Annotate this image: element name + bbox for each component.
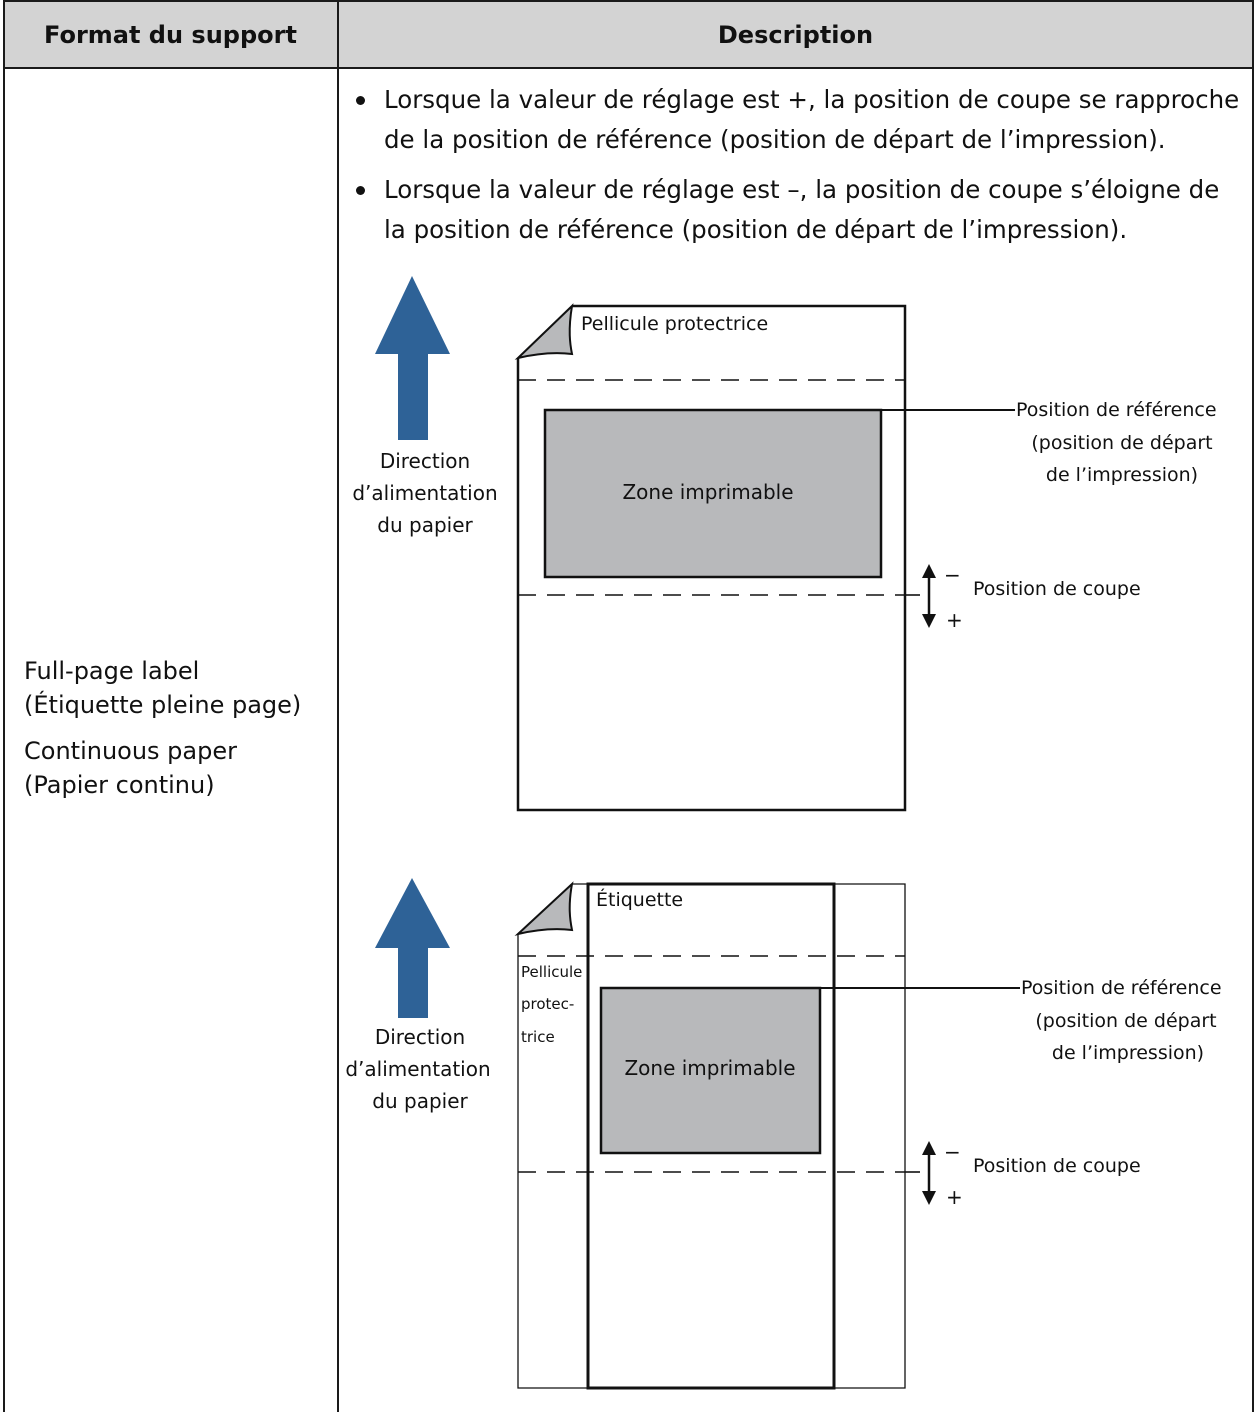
reference-position-label: Position de référence <box>1016 399 1217 421</box>
minus-sign: − <box>944 1140 961 1164</box>
reference-position-label: (position de départ <box>1035 1010 1216 1032</box>
printable-area <box>599 986 822 1155</box>
bullet-minus-adjustment: Lorsque la valeur de réglage est –, la p… <box>350 170 1240 250</box>
diagram-full-page-label: Direction d’alimentation du papier Pelli… <box>352 276 1217 812</box>
page-curl-icon <box>514 303 574 360</box>
liner-outline <box>516 304 907 812</box>
reference-position-label: (position de départ <box>1031 432 1212 454</box>
feed-direction-label: d’alimentation <box>352 481 497 505</box>
cut-adjust-double-arrow-icon <box>922 564 936 628</box>
description-bullet-list: Lorsque la valeur de réglage est +, la p… <box>350 80 1240 260</box>
format-full-page-label: Full-page label (Étiquette pleine page) <box>24 654 334 722</box>
feed-direction-arrow-icon <box>375 878 450 1018</box>
label-label: Étiquette <box>596 888 683 911</box>
table-header-background <box>4 2 1253 68</box>
liner-label: Pellicule <box>521 963 582 981</box>
diagram-continuous-paper: Direction d’alimentation du papier Étiqu… <box>345 878 1222 1390</box>
feed-direction-label: du papier <box>377 513 473 537</box>
cut-position-label: Position de coupe <box>973 1155 1141 1177</box>
liner-label: Pellicule protectrice <box>581 313 768 335</box>
table-right-border <box>1252 0 1254 1412</box>
feed-direction-label: d’alimentation <box>345 1057 490 1081</box>
bullet-plus-adjustment: Lorsque la valeur de réglage est +, la p… <box>350 80 1240 160</box>
label-strip <box>586 882 836 1390</box>
format-name-french: (Papier continu) <box>24 771 215 799</box>
column-divider <box>337 0 339 1412</box>
header-bottom-border <box>3 67 1254 69</box>
plus-sign: + <box>946 608 963 632</box>
printable-area-label: Zone imprimable <box>622 480 793 504</box>
feed-direction-arrow-icon <box>375 276 450 440</box>
printable-area <box>543 408 883 579</box>
reference-position-label: de l’impression) <box>1046 464 1198 486</box>
format-name: Continuous paper <box>24 737 237 765</box>
format-continuous-paper: Continuous paper (Papier continu) <box>24 734 334 802</box>
format-name: Full-page label <box>24 657 200 685</box>
media-format-cell: Full-page label (Étiquette pleine page) … <box>24 654 334 814</box>
reference-position-label: Position de référence <box>1021 977 1222 999</box>
feed-direction-label: Direction <box>375 1025 465 1049</box>
page-curl-icon <box>514 881 574 936</box>
table-top-border <box>3 0 1254 2</box>
liner-label: trice <box>521 1028 555 1046</box>
column-header-description: Description <box>717 21 874 49</box>
table-left-border <box>3 0 5 1412</box>
format-name-french: (Étiquette pleine page) <box>24 691 302 719</box>
liner-label: protec- <box>521 995 574 1013</box>
printable-area-label: Zone imprimable <box>624 1056 795 1080</box>
minus-sign: − <box>944 563 961 587</box>
column-header-format: Format du support <box>44 21 297 49</box>
feed-direction-label: du papier <box>372 1089 468 1113</box>
plus-sign: + <box>946 1185 963 1209</box>
cut-adjust-double-arrow-icon <box>922 1141 936 1205</box>
cut-position-label: Position de coupe <box>973 578 1141 600</box>
reference-position-label: de l’impression) <box>1052 1042 1204 1064</box>
feed-direction-label: Direction <box>380 449 470 473</box>
